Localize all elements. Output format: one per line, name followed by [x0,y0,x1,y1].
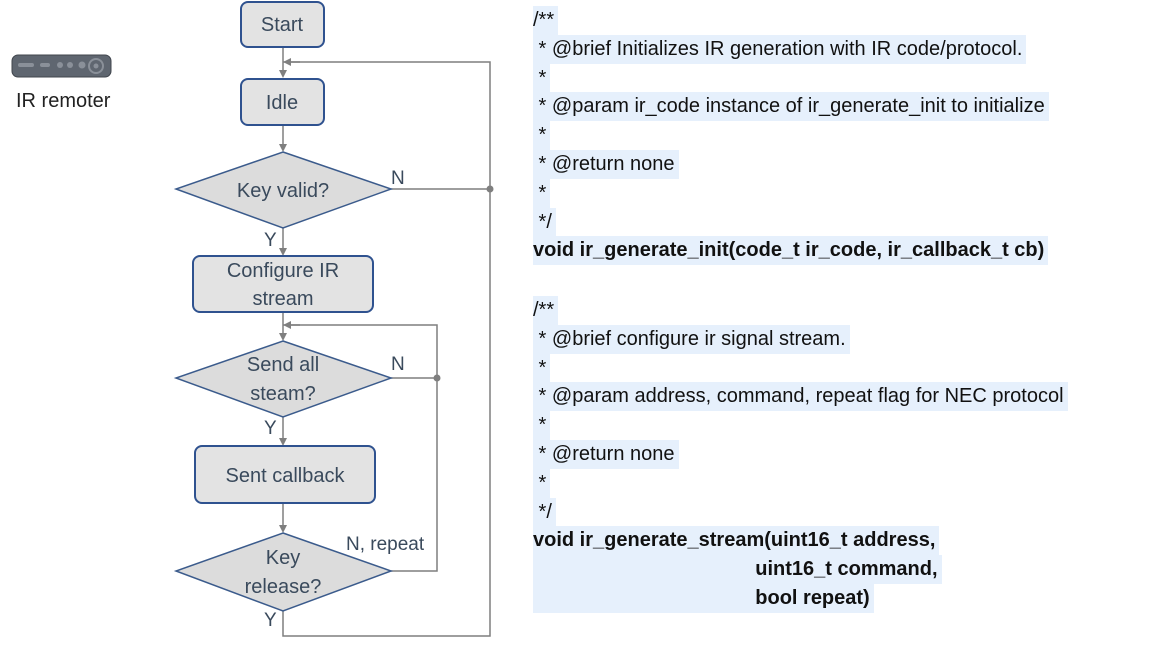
loop-inner [283,324,438,572]
node-configure-label-2: stream [252,288,313,310]
code-line: * @brief configure ir signal stream. [533,324,850,354]
code-line: * @return none [533,149,679,179]
function-signature-stream-3: bool repeat) [533,583,874,613]
code-line: * [533,353,551,383]
node-key-valid [173,151,394,229]
junction-inner [433,374,441,382]
node-key-release [173,532,394,612]
code-line: * [533,178,551,208]
label-send-all-yes: Y [264,418,277,439]
code-line: */ [533,207,556,237]
code-line: * [533,411,551,440]
code-line: * @brief Initializes IR generation with … [533,34,1027,64]
node-key-release-label-2: release? [245,576,322,598]
node-key-release-label-1: Key [266,547,300,569]
code-line: /** [533,6,559,35]
code-line: * @return none [533,439,679,469]
label-key-valid-yes: Y [264,230,277,251]
node-sent-callback-label: Sent callback [226,465,346,487]
code-line: * @param ir_code instance of ir_generate… [533,92,1049,122]
code-block-stream: /** * @brief configure ir signal stream.… [533,296,1068,613]
node-configure-label-1: Configure IR [227,260,339,282]
node-start-label: Start [261,14,304,36]
node-configure [192,255,374,313]
code-block-init: /** * @brief Initializes IR generation w… [533,6,1049,266]
loop-outer [282,61,491,637]
label-key-release-yes: Y [264,610,277,631]
node-start [240,1,325,48]
label-key-valid-no: N [391,168,405,189]
label-key-release-no: N, repeat [346,534,425,555]
node-send-all-label-2: steam? [250,383,316,405]
function-signature-stream-1: void ir_generate_stream(uint16_t address… [533,526,940,556]
code-line: * [533,63,551,93]
function-signature-stream-2: uint16_t command, [533,555,942,584]
node-key-valid-label: Key valid? [237,180,329,202]
remote-label: IR remoter [16,90,111,112]
junction-outer [486,185,494,193]
code-line: * @param address, command, repeat flag f… [533,382,1068,412]
code-line: * [533,468,551,498]
node-send-all [173,340,394,418]
label-send-all-no: N [391,354,405,375]
node-idle [240,78,325,126]
code-line: */ [533,497,556,527]
function-signature-init: void ir_generate_init(code_t ir_code, ir… [533,236,1049,266]
node-send-all-label-1: Send all [247,354,319,376]
node-idle-label: Idle [266,92,298,114]
code-line: /** [533,296,559,325]
connectors [279,47,491,637]
code-line: * [533,121,551,150]
node-sent-callback [194,445,376,504]
